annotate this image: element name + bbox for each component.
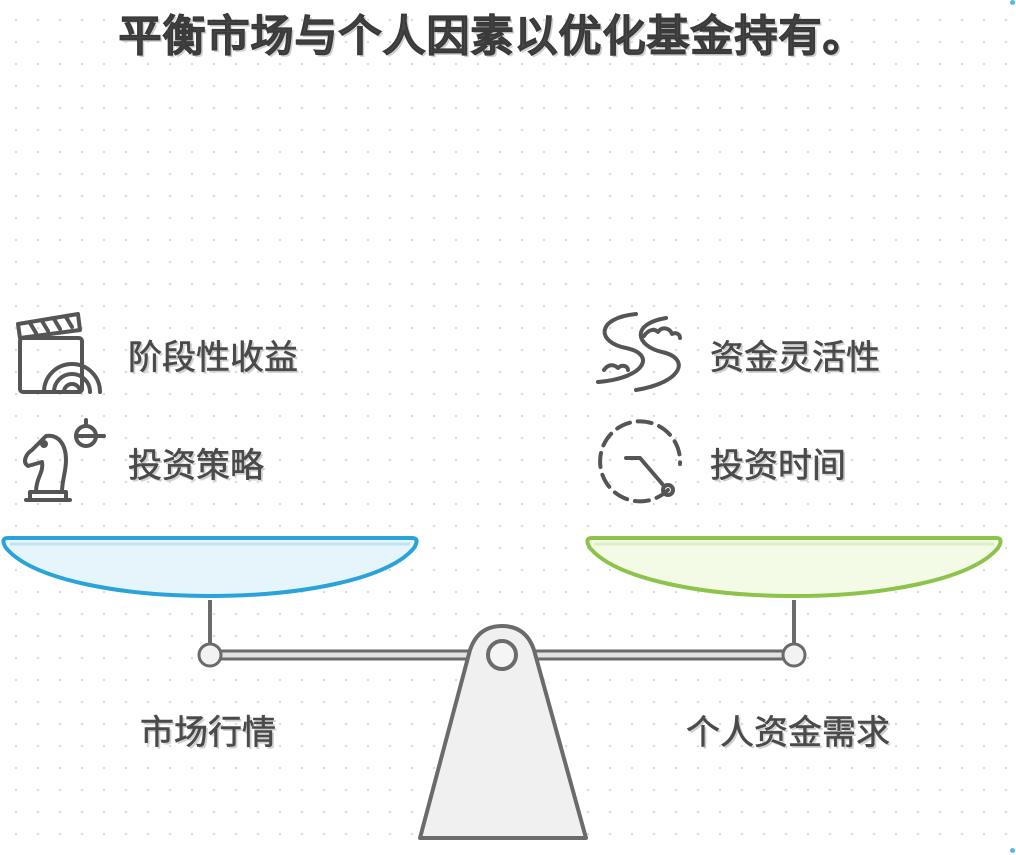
left-base-label: 市场行情 (140, 713, 277, 754)
clock-icon (598, 419, 683, 504)
left-item-label-2: 投资策略 (128, 446, 265, 487)
right-item-label-2: 投资时间 (710, 446, 847, 487)
edge-marker (1010, 848, 1015, 853)
right-item-label-1: 资金灵活性 (710, 338, 881, 379)
left-item-label-1: 阶段性收益 (128, 338, 299, 379)
left-pan (1, 536, 419, 598)
chess-knight-icon (23, 418, 106, 502)
right-pan (585, 536, 1003, 598)
river-icon (596, 312, 682, 392)
clapperboard-rainbow-icon (16, 312, 102, 394)
right-base-label: 个人资金需求 (686, 713, 891, 754)
edge-marker (1010, 0, 1015, 5)
diagram-title: 平衡市场与个人因素以优化基金持有。 (118, 12, 867, 63)
scale-base (418, 624, 588, 840)
